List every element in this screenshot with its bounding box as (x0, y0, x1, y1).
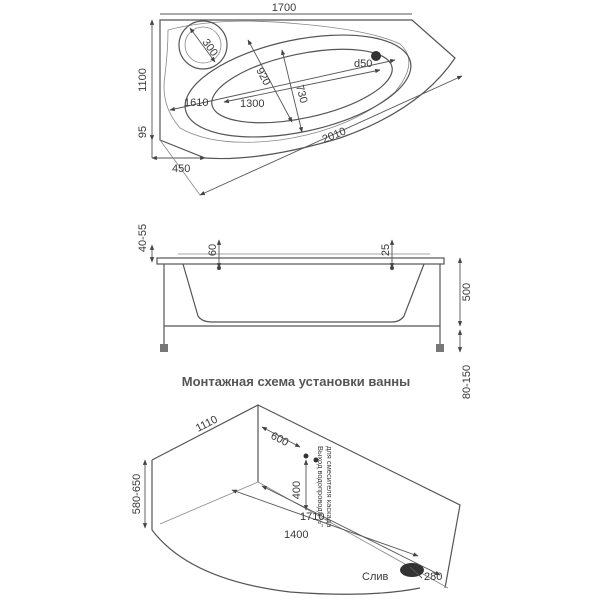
label-drain: d50 (354, 58, 372, 70)
label-rim-height: 40-55 (137, 224, 149, 252)
wall-outline (151, 404, 461, 589)
label-seat: 300 (200, 37, 220, 59)
label-inner-length: 1300 (240, 98, 264, 110)
label-inner-depth: 730 (293, 84, 309, 105)
install-view: 1110 600 Выход водопровода ½" для смесит… (131, 404, 461, 595)
pipe-point-1 (303, 453, 309, 459)
label-leg-adjust: 80-150 (461, 365, 473, 399)
label-pipe-height: 400 (291, 481, 303, 499)
dim-line-pipe-offset (261, 426, 301, 448)
label-edge: 95 (137, 126, 149, 138)
label-outer-length: 1610 (184, 97, 208, 109)
side-rim (156, 257, 445, 265)
label-drain: Слив (362, 571, 389, 583)
label-leg-right: 25 (380, 244, 392, 256)
label-depth: 500 (461, 283, 473, 301)
mount-point-left (217, 266, 221, 270)
side-view: 40-55 60 25 500 80-150 (137, 224, 473, 399)
label-drain-size: 280 (424, 571, 442, 583)
label-pipe-note-1: Выход водопровода ½" (316, 446, 325, 527)
foot-left (160, 344, 168, 352)
dim-line-drain (409, 566, 423, 579)
top-drain (371, 51, 381, 61)
dim-line-seat (189, 27, 216, 63)
label-pipe-note-2: для смесителя каскада (325, 446, 334, 528)
pipe-point-2 (313, 457, 319, 463)
foot-right (436, 344, 444, 352)
label-leg-left: 60 (207, 244, 219, 256)
label-inner-width: 920 (253, 66, 272, 88)
side-body (182, 263, 425, 323)
label-side-length: 1710 (300, 511, 324, 523)
dim-line-side (261, 485, 441, 576)
front-apron (151, 529, 421, 595)
label-height: 1100 (137, 68, 149, 92)
label-pipe-offset: 600 (269, 430, 291, 449)
mount-point-right (390, 266, 394, 270)
label-corner: 450 (172, 163, 190, 175)
label-front-length: 1400 (284, 529, 308, 541)
extension-line (159, 139, 201, 196)
floor-left (159, 481, 259, 525)
label-width: 1700 (272, 2, 296, 14)
install-title: Монтажная схема установки ванны (182, 374, 411, 389)
label-install-height: 580-650 (131, 474, 143, 514)
top-rim-contour (163, 20, 410, 143)
label-diagonal: 2010 (321, 125, 348, 145)
top-view: 1700 1100 300 920 d50 1300 730 1610 2010… (137, 2, 463, 196)
dim-line-diagonal (199, 75, 463, 196)
